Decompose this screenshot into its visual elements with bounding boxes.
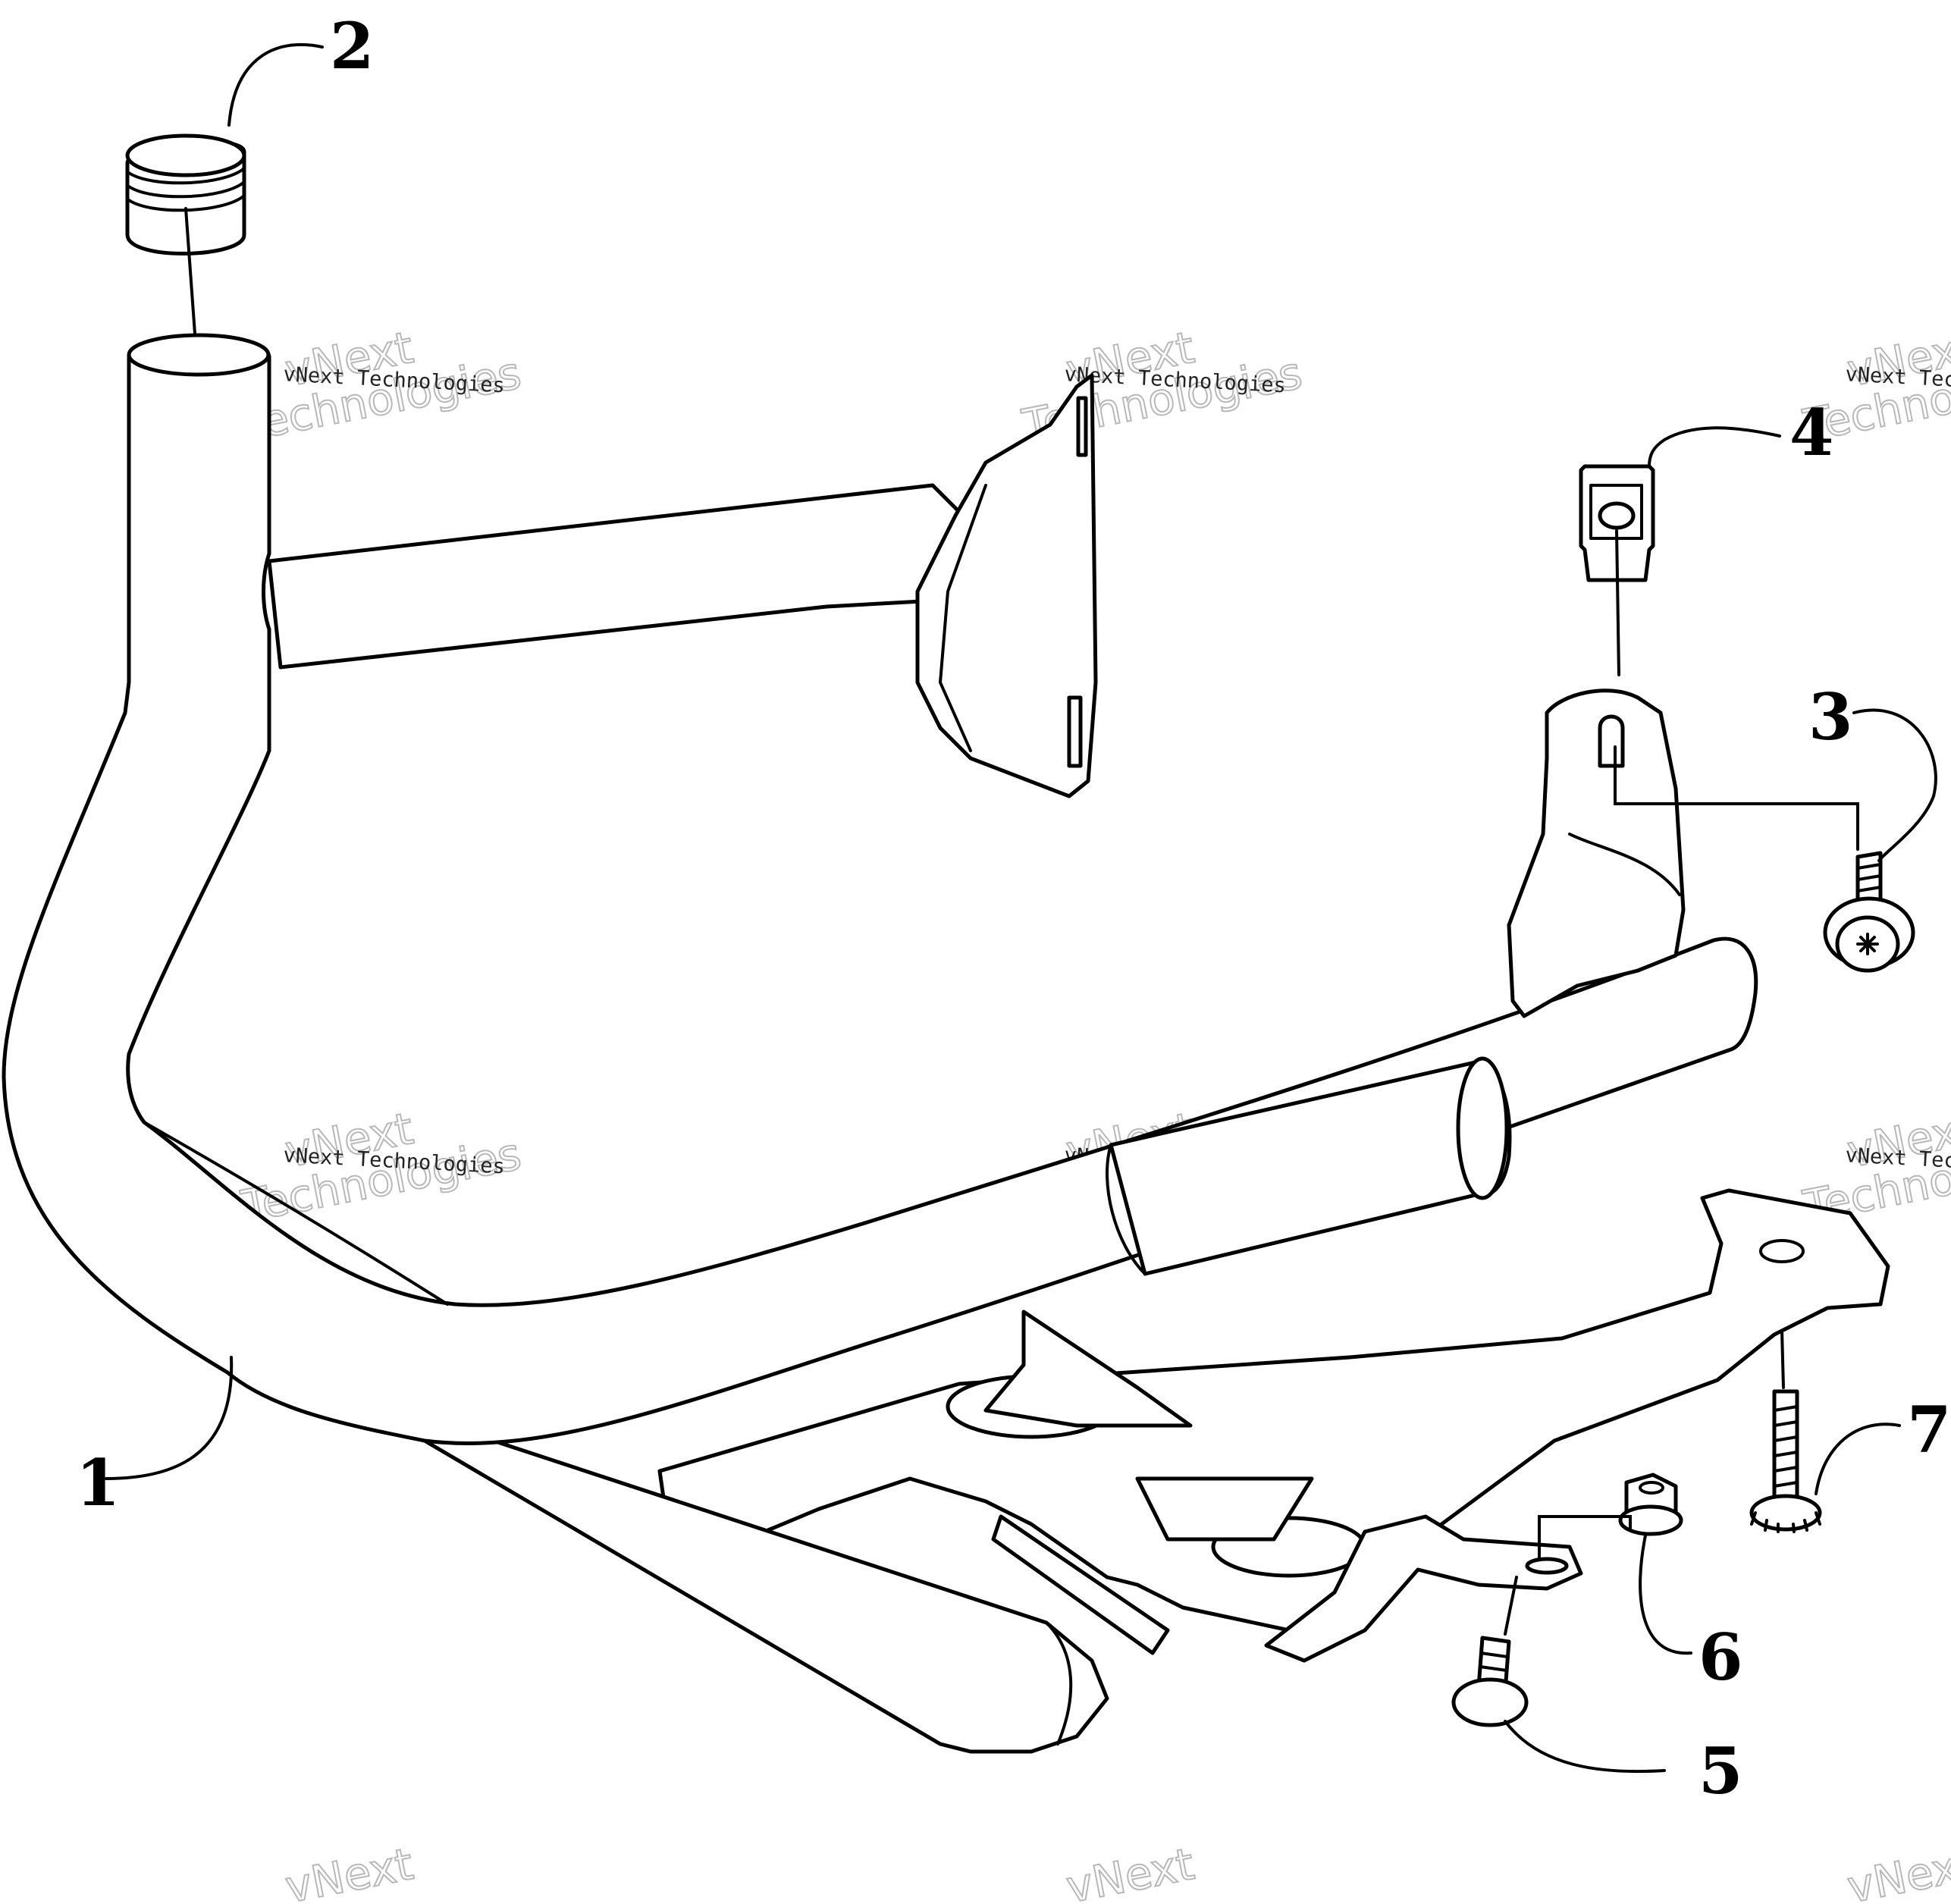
frame-left-tube-end — [127, 333, 271, 377]
leader-2 — [227, 42, 324, 127]
callout-3: 3 — [1808, 679, 1852, 754]
screw-7-thread — [1773, 1405, 1799, 1488]
clip-inner — [1589, 484, 1643, 540]
callout-7: 7 — [1907, 1392, 1951, 1467]
frame-right-mount-slot — [1598, 714, 1625, 768]
part-2-end-cap — [125, 133, 246, 256]
part-7-screw — [1749, 1389, 1822, 1533]
clip-hole — [1598, 501, 1636, 530]
nut-6-hole — [1639, 1481, 1664, 1495]
svg-text:vNext: vNext — [1843, 1838, 1951, 1904]
skid-plate-front-bracket — [1264, 1514, 1583, 1663]
end-cap-rib-1 — [127, 167, 246, 185]
frame-tube-stub-joint — [1106, 1143, 1146, 1275]
frame-right-mount-bracket — [1507, 689, 1686, 1018]
leader-4-axis — [1615, 529, 1620, 676]
callout-6: 6 — [1698, 1620, 1742, 1695]
bolt-3-torx-icon — [1856, 933, 1879, 955]
leader-7-axis — [1780, 1329, 1785, 1389]
callout-2: 2 — [330, 8, 374, 83]
leader-3 — [1852, 708, 1937, 862]
svg-text:vNext: vNext — [1062, 1838, 1198, 1904]
frame-tube-stub-end — [1456, 1056, 1509, 1200]
watermark-9: vNext — [1843, 1837, 1951, 1904]
part-1-frame — [2, 333, 1890, 1754]
frame-upper-mount-slot-bottom — [1067, 695, 1083, 768]
bolt-3-thread — [1856, 863, 1882, 892]
skid-plate-slot — [1759, 1239, 1805, 1263]
frame-bottom-tube-seam — [1045, 1621, 1073, 1746]
bolt-5-head — [1451, 1677, 1529, 1727]
watermark-7: vNext — [281, 1837, 418, 1904]
watermark-8: vNext — [1062, 1837, 1199, 1904]
leader-7 — [1815, 1423, 1901, 1495]
svg-text:vNext: vNext — [281, 1838, 417, 1904]
part-3-bolt — [1823, 851, 1915, 973]
frame-upper-crossbar — [267, 483, 965, 670]
watermark-1: vNext Technologies vNext Technologies — [237, 321, 526, 453]
screw-7-serration — [1750, 1511, 1821, 1533]
end-cap-rib-2 — [127, 180, 246, 199]
skid-plate-tab — [1135, 1476, 1314, 1542]
callout-4: 4 — [1789, 395, 1833, 470]
leader-3-axis — [1614, 745, 1859, 851]
frame-bottom-tube — [422, 1431, 1109, 1754]
leader-5-axis — [1504, 1576, 1518, 1636]
callout-labels: 1 2 3 4 5 6 7 — [76, 8, 1951, 1808]
frame-left-inner-line — [143, 1121, 449, 1306]
leader-6 — [1639, 1534, 1692, 1655]
frame-upper-mount-plate — [915, 373, 1098, 798]
end-cap-top — [125, 133, 246, 177]
part-5-bolt — [1451, 1636, 1529, 1727]
leader-lines — [105, 42, 1937, 1774]
leader-2-axis — [184, 207, 196, 335]
watermark-4: vNext Technologies vNext Technologies — [237, 1102, 526, 1234]
frame-upper-mount-slot-top — [1076, 396, 1088, 457]
skid-plate-ramp — [991, 1514, 1170, 1655]
leader-6-axis — [1538, 1515, 1632, 1560]
callout-5: 5 — [1698, 1733, 1742, 1808]
leader-5 — [1504, 1720, 1666, 1774]
frame-right-mount-inner — [1568, 833, 1681, 896]
nut-6-flange — [1618, 1504, 1683, 1536]
frame-center-gusset — [983, 1310, 1193, 1428]
skid-plate-front-hole — [1525, 1557, 1569, 1575]
frame-upper-mount-inner — [939, 484, 987, 752]
callout-1: 1 — [76, 1445, 120, 1520]
part-4-clip — [1579, 464, 1655, 582]
leader-1 — [105, 1356, 234, 1480]
screw-7-head — [1749, 1494, 1822, 1532]
part-6-nut — [1618, 1473, 1683, 1536]
leader-4 — [1648, 426, 1781, 468]
skid-plate — [657, 1188, 1890, 1633]
